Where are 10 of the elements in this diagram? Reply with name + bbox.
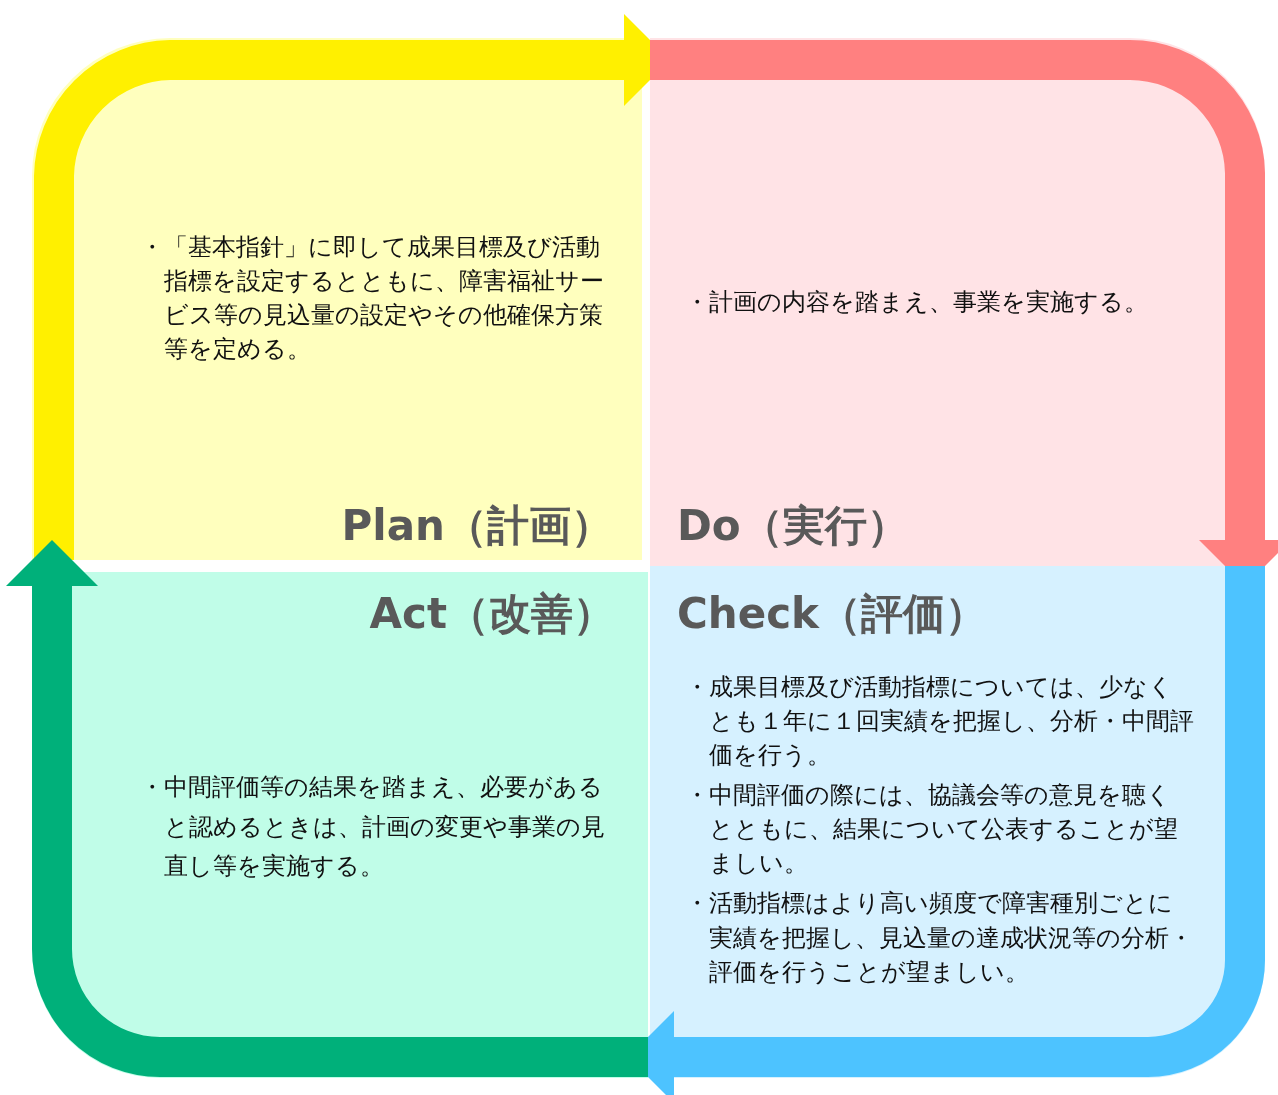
bullet-text: ・計画の内容を踏まえ、事業を実施する。 xyxy=(685,287,1149,318)
bullet-text: ・中間評価等の結果を踏まえ、必要があると認めるときは、計画の変更や事業の見直し等を実施する。 xyxy=(140,772,606,883)
quadrant-title: Check（評価） xyxy=(677,588,988,640)
quadrant-title: Act（改善） xyxy=(369,588,615,640)
quadrant-title: Do（実行） xyxy=(677,500,909,552)
bullet-text: ・活動指標はより高い頻度で障害種別ごとに実績を把握し、見込量の達成状況等の分析・評価を行うことが望ましい。 xyxy=(685,888,1194,988)
bullet-text: ・成果目標及び活動指標については、少なくとも１年に１回実績を把握し、分析・中間評価を行う。 xyxy=(685,672,1195,772)
bullet-text: ・中間評価の際には、協議会等の意見を聴くとともに、結果について公表することが望ましい。 xyxy=(685,780,1179,880)
quadrant-title: Plan（計画） xyxy=(341,500,613,552)
bullet-text: ・「基本指針」に即して成果目標及び活動指標を設定するとともに、障害福祉サービス等の見込量の設定やその他確保方策等を定める。 xyxy=(140,232,605,366)
